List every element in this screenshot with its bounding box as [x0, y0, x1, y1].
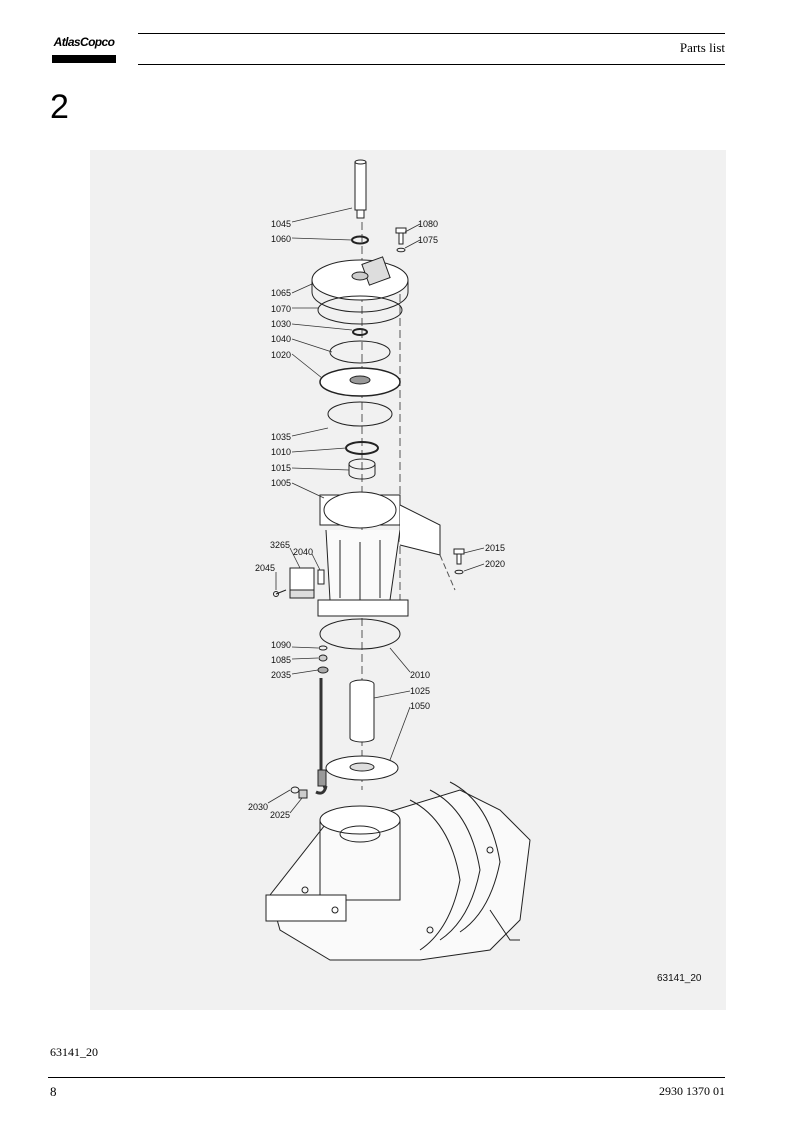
part-labels: 1045 1060 1080 1075 1065 1070 1030 1040 …	[248, 219, 505, 820]
part-label: 1045	[271, 219, 291, 229]
logo-bar	[52, 55, 116, 63]
figure-caption: 63141_20	[50, 1045, 98, 1059]
part-label: 2025	[270, 810, 290, 820]
part-label: 2040	[293, 547, 313, 557]
part-label: 2030	[248, 802, 268, 812]
header-title: Parts list	[679, 40, 725, 55]
part-label: 1080	[418, 219, 438, 229]
part-label: 1005	[271, 478, 291, 488]
part-label: 1030	[271, 319, 291, 329]
exploded-view-drawing: 1045 1060 1080 1075 1065 1070 1030 1040 …	[248, 159, 531, 961]
page-number: 8	[50, 1084, 57, 1099]
part-label: 2010	[410, 670, 430, 680]
part-label: 1065	[271, 288, 291, 298]
footer-rule	[48, 1077, 725, 1078]
part-label: 2035	[271, 670, 291, 680]
part-label: 1025	[410, 686, 430, 696]
part-label: 1070	[271, 304, 291, 314]
figure-code: 63141_20	[657, 973, 702, 984]
part-label: 2045	[255, 563, 275, 573]
part-label: 1020	[271, 350, 291, 360]
part-label: 1015	[271, 463, 291, 473]
logo-text: AtlasCopco	[53, 35, 115, 49]
section-number: 2	[50, 88, 69, 126]
part-label: 1050	[410, 701, 430, 711]
part-label: 1085	[271, 655, 291, 665]
part-label: 2015	[485, 543, 505, 553]
exploded-view-figure: 1045 1060 1080 1075 1065 1070 1030 1040 …	[90, 150, 726, 1010]
part-label: 1035	[271, 432, 291, 442]
atlas-copco-logo: AtlasCopco	[52, 33, 116, 65]
part-label: 1060	[271, 234, 291, 244]
part-label: 1090	[271, 640, 291, 650]
part-label: 3265	[270, 540, 290, 550]
part-label: 2020	[485, 559, 505, 569]
header-rule-top	[138, 33, 725, 34]
part-label: 1010	[271, 447, 291, 457]
part-label: 1040	[271, 334, 291, 344]
part-label: 1075	[418, 235, 438, 245]
header-rule-bottom	[138, 64, 725, 65]
document-number: 2930 1370 01	[659, 1084, 725, 1098]
